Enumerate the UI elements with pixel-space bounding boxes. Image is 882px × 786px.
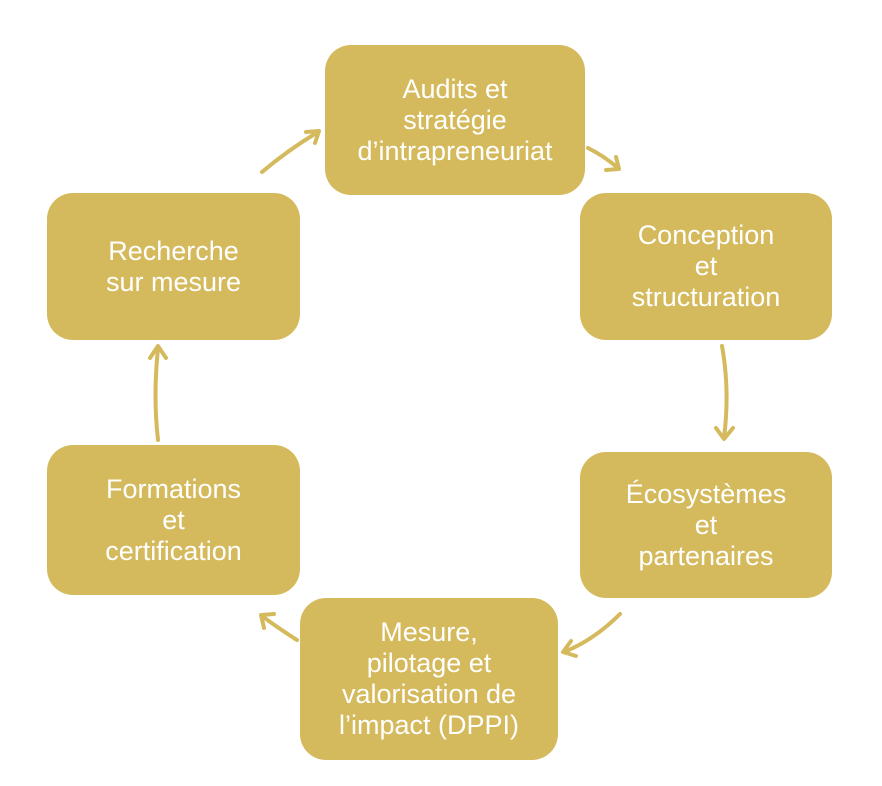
arrow-recherche-to-audits (260, 129, 321, 174)
arrow-audits-to-conception (586, 146, 621, 172)
arrow-conception-to-ecosystemes (714, 344, 735, 441)
node-recherche: Recherche sur mesure (47, 193, 300, 340)
arrow-mesure-to-formations (259, 612, 299, 642)
arrow-ecosystemes-to-mesure (561, 612, 622, 658)
node-audits: Audits et stratégie d’intrapreneuriat (325, 45, 585, 195)
node-formations: Formations et certification (47, 445, 300, 595)
node-mesure: Mesure, pilotage et valorisation de l’im… (300, 598, 558, 760)
arrow-formations-to-recherche (148, 344, 168, 442)
node-conception: Conception et structuration (580, 193, 832, 340)
node-ecosystemes: Écosystèmes et partenaires (580, 452, 832, 598)
